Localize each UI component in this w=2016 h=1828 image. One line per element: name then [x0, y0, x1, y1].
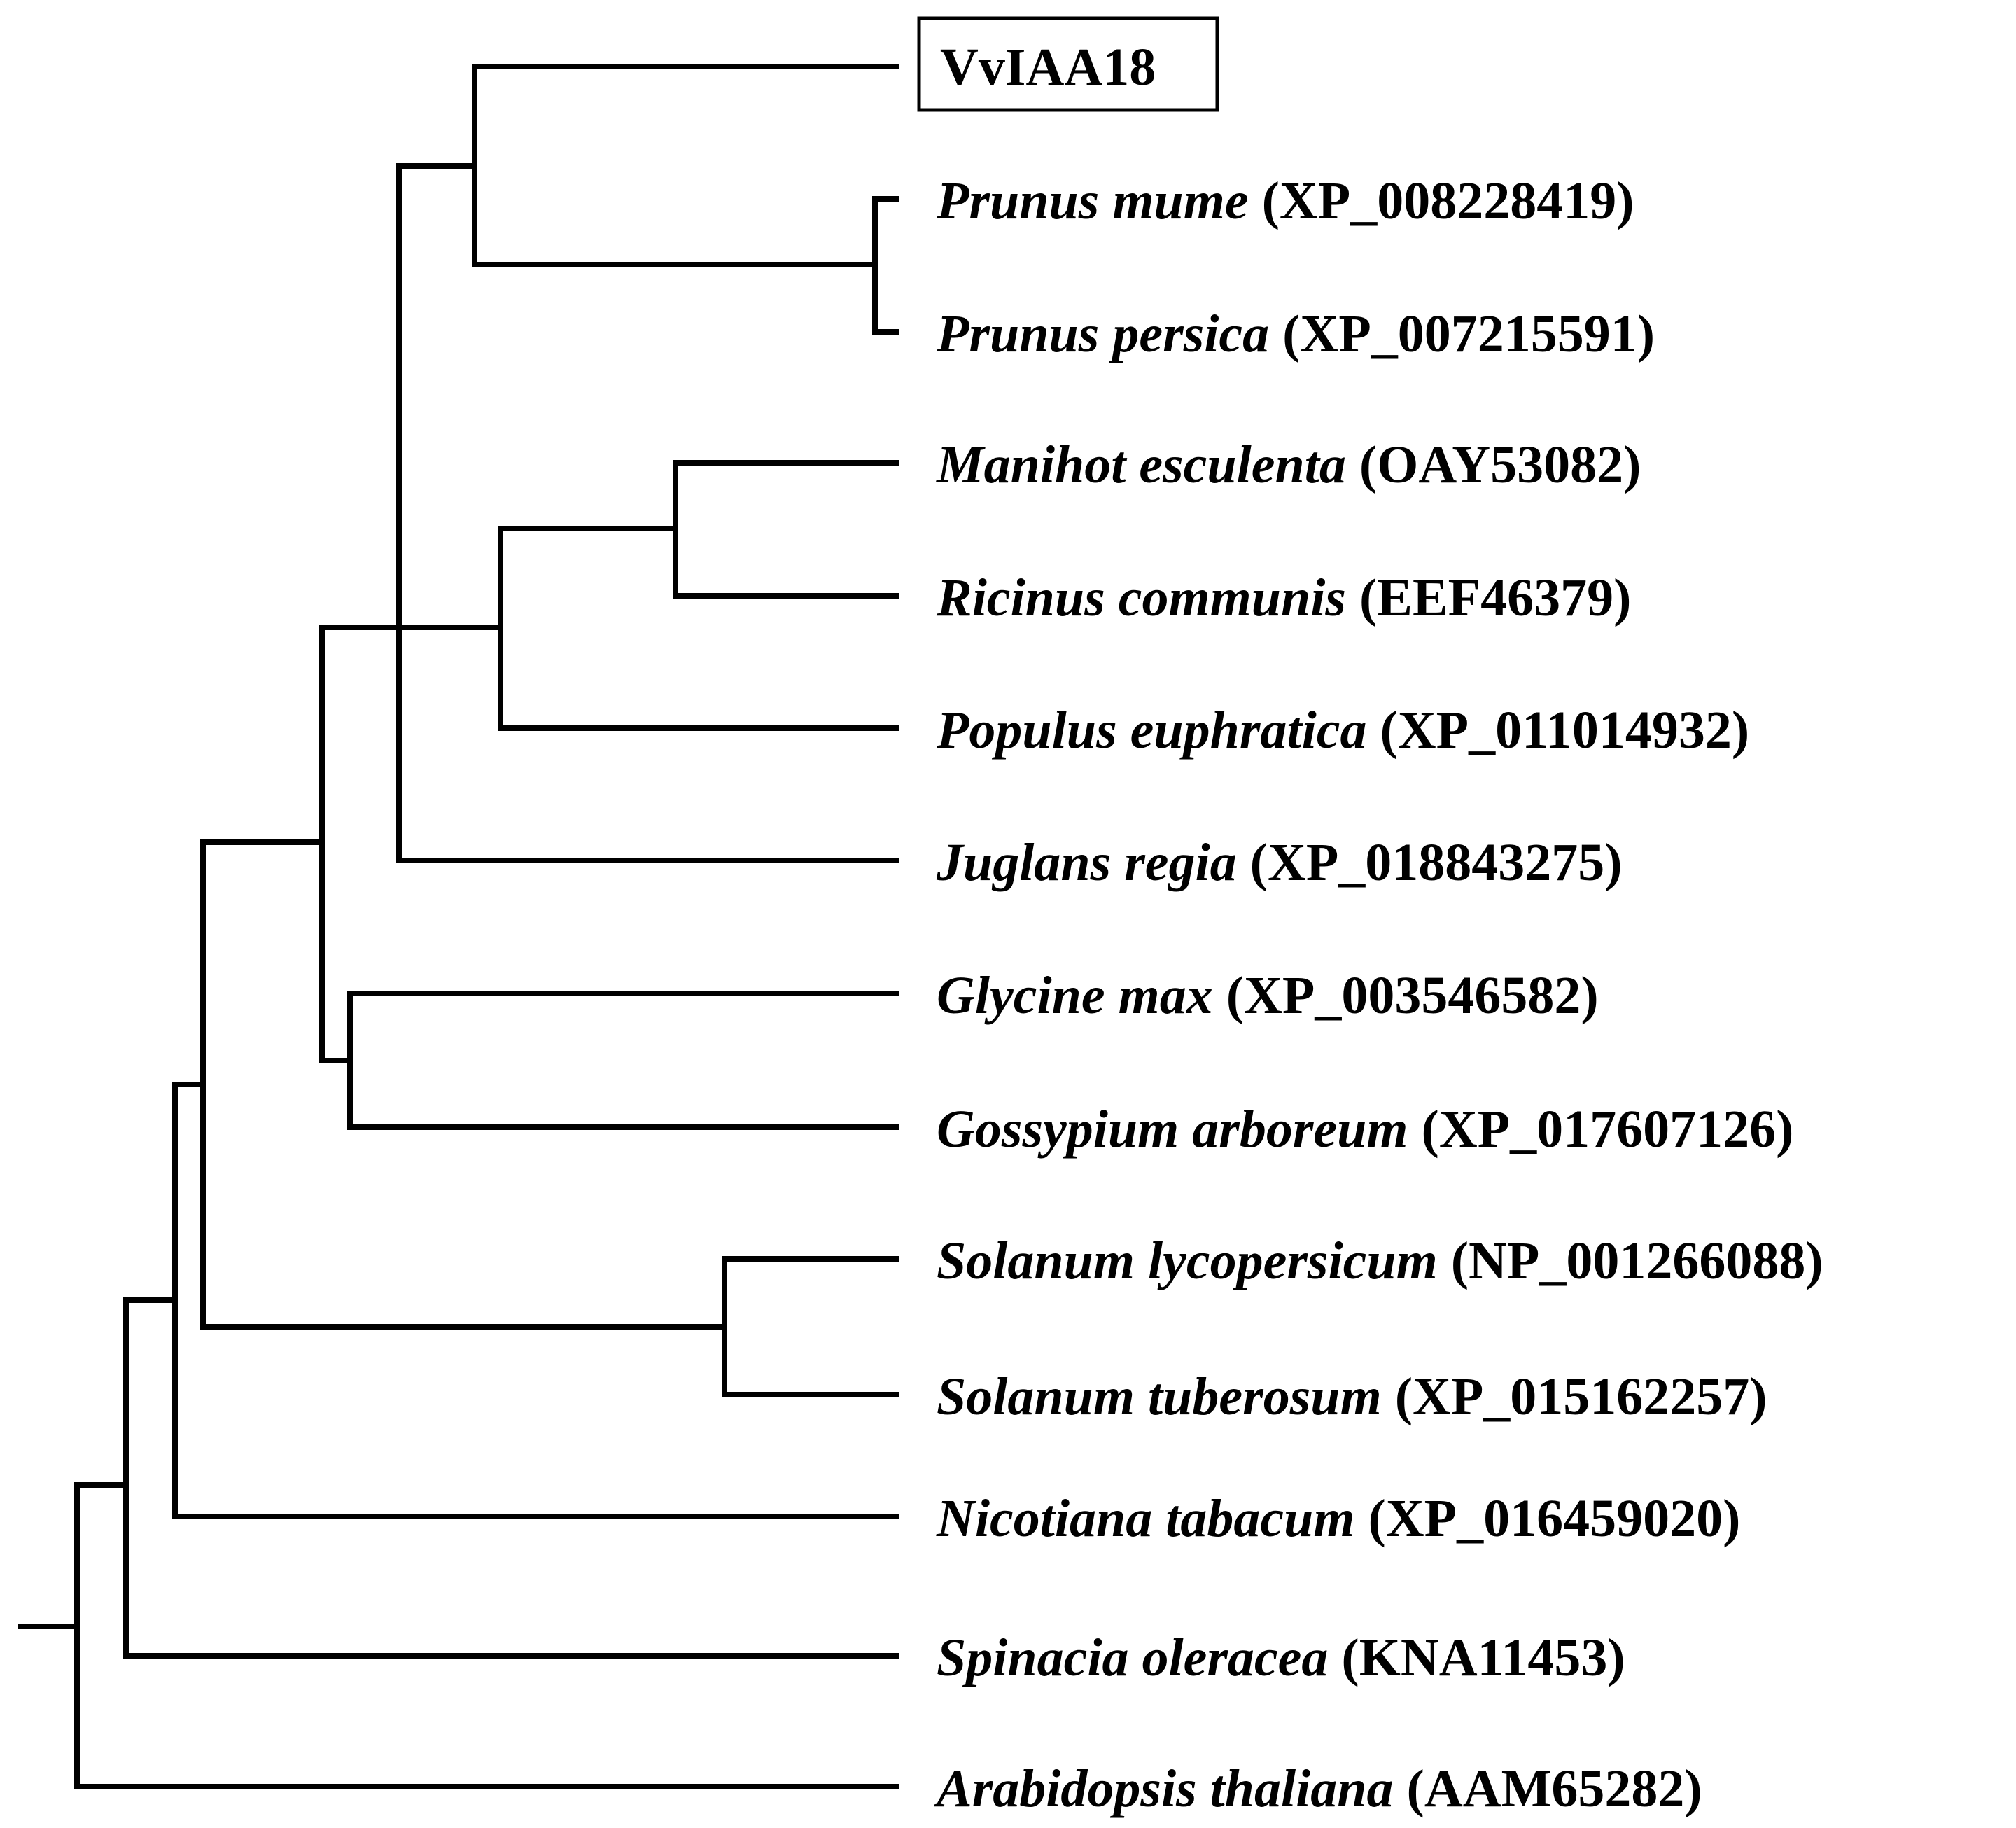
accession-solanum-tuberosum: (XP_015162257): [1395, 1367, 1768, 1426]
accession-populus-euphratica: (XP_011014932): [1380, 701, 1749, 760]
leaf-label-juglans-regia: Juglans regia (XP_018843275): [936, 833, 1623, 892]
accession-ricinus-communis: (EEF46379): [1359, 568, 1631, 627]
accession-spinacia-oleracea: (KNA11453): [1341, 1628, 1625, 1687]
species-gossypium-arboreum: Gossypium arboreum: [937, 1100, 1408, 1159]
species-nicotiana-tabacum: Nicotiana tabacum: [936, 1489, 1354, 1548]
highlight-box: [917, 16, 1219, 112]
leaf-label-nicotiana-tabacum: Nicotiana tabacum (XP_016459020): [936, 1489, 1740, 1548]
accession-prunus-mume: (XP_008228419): [1262, 172, 1634, 230]
accession-vviaa18: VvIAA18: [940, 38, 1156, 97]
leaf-label-arabidopsis-thaliana: Arabidopsis thaliana (AAM65282): [934, 1759, 1702, 1818]
leaf-label-prunus-persica: Prunus persica (XP_007215591): [936, 305, 1655, 363]
leaf-label-prunus-mume: Prunus mume (XP_008228419): [936, 172, 1634, 230]
accession-juglans-regia: (XP_018843275): [1250, 833, 1623, 892]
species-spinacia-oleracea: Spinacia oleracea: [937, 1628, 1328, 1687]
clade-all: [74, 1482, 899, 1789]
accession-gossypium-arboreum: (XP_017607126): [1422, 1100, 1794, 1159]
clade-asterids-rosids: [200, 839, 727, 1330]
accession-glycine-max: (XP_003546582): [1226, 966, 1599, 1025]
leaf-label-manihot-esculenta: Manihot esculenta (OAY53082): [936, 435, 1641, 494]
clade-minus-arabidopsis: [123, 1297, 899, 1659]
species-arabidopsis-thaliana: Arabidopsis thaliana: [934, 1759, 1394, 1818]
leaf-label-populus-euphratica: Populus euphratica (XP_011014932): [936, 701, 1749, 760]
accession-manihot-esculenta: (OAY53082): [1359, 435, 1642, 494]
accession-nicotiana-tabacum: (XP_016459020): [1368, 1489, 1740, 1548]
clade-juglans: [396, 163, 899, 863]
species-solanum-lycopersicum: Solanum lycopersicum: [937, 1232, 1438, 1290]
species-juglans-regia: Juglans regia: [936, 833, 1237, 892]
accession-arabidopsis-thaliana: (AAM65282): [1407, 1759, 1702, 1818]
leaf-label-gossypium-arboreum: Gossypium arboreum (XP_017607126): [937, 1100, 1793, 1159]
accession-prunus-persica: (XP_007215591): [1282, 305, 1655, 363]
leaf-label-glycine-max: Glycine max (XP_003546582): [937, 966, 1599, 1025]
leaf-label-spinacia-oleracea: Spinacia oleracea (KNA11453): [937, 1628, 1625, 1687]
clade-solanum: [722, 1256, 899, 1397]
species-glycine-max: Glycine max: [937, 966, 1213, 1025]
species-manihot-esculenta: Manihot esculenta: [936, 435, 1346, 494]
clade-prunus: [872, 196, 899, 335]
species-populus-euphratica: Populus euphratica: [936, 701, 1366, 760]
clade-with-nicotiana: [172, 1082, 899, 1519]
leaf-label-solanum-lycopersicum: Solanum lycopersicum (NP_001266088): [937, 1232, 1823, 1290]
leaf-label-solanum-tuberosum: Solanum tuberosum (XP_015162257): [937, 1367, 1768, 1426]
clade-glycine-gossypium: [347, 991, 899, 1130]
species-prunus-persica: Prunus persica: [936, 305, 1269, 363]
clade-manihot-ricinus: [673, 460, 899, 599]
species-ricinus-communis: Ricinus communis: [936, 568, 1346, 627]
leaf-label-vviaa18: VvIAA18: [940, 38, 1156, 97]
clade-malpighiales: [498, 526, 899, 731]
species-prunus-mume: Prunus mume: [936, 172, 1249, 230]
leaf-label-ricinus-communis: Ricinus communis (EEF46379): [936, 568, 1631, 627]
accession-solanum-lycopersicum: (NP_001266088): [1451, 1232, 1823, 1290]
clade-vviaa18-prunus: [472, 64, 899, 267]
species-solanum-tuberosum: Solanum tuberosum: [937, 1367, 1382, 1426]
